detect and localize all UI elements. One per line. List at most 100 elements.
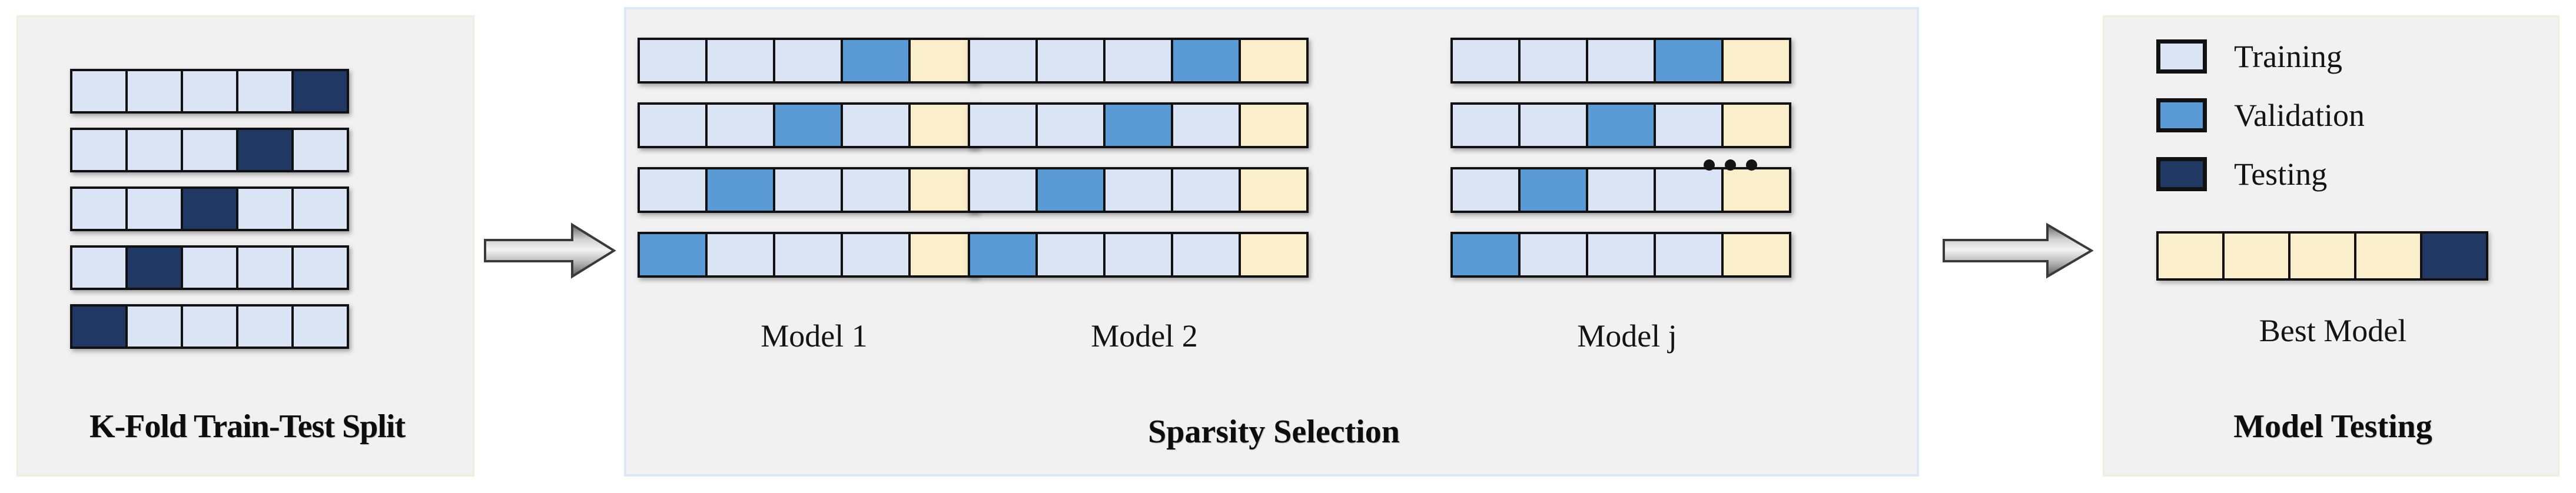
fold-row [70, 69, 349, 114]
cell-training [841, 102, 911, 148]
cell-training [1654, 167, 1724, 213]
best-model-bar [2156, 231, 2488, 281]
cell-holdout [1721, 102, 1791, 148]
cell-training [1103, 232, 1173, 278]
arrow-right-icon [484, 221, 616, 280]
cell-holdout [1239, 38, 1309, 84]
cell-training [125, 128, 183, 172]
legend-item-testing: Testing [2156, 156, 2327, 192]
cell-training [1035, 232, 1106, 278]
legend-swatch-testing [2156, 157, 2207, 191]
cell-training [1035, 102, 1106, 148]
cell-training [181, 128, 238, 172]
fold-row [1450, 167, 1791, 213]
cell-training [70, 186, 128, 231]
cell-testing [70, 304, 128, 349]
cell-training [841, 232, 911, 278]
best-model-cell-holdout [2354, 231, 2422, 281]
cell-training [773, 232, 843, 278]
fold-row [638, 167, 978, 213]
cell-holdout [1721, 232, 1791, 278]
model-group-1: Model 1 [638, 9, 991, 374]
fold-row [70, 245, 349, 290]
cell-holdout [1239, 232, 1309, 278]
cell-training [1171, 167, 1241, 213]
model-label: Model 2 [1091, 318, 1198, 354]
cell-validation [841, 38, 911, 84]
cell-holdout [908, 167, 978, 213]
cell-training [841, 167, 911, 213]
cell-training [968, 167, 1038, 213]
legend-label: Validation [2234, 98, 2365, 133]
cell-training [70, 128, 128, 172]
cell-training [1450, 102, 1521, 148]
cell-training [236, 304, 294, 349]
model-group-3: Model j [1450, 9, 1804, 374]
fold-row [638, 232, 978, 278]
cell-training [70, 69, 128, 114]
cell-training [125, 186, 183, 231]
cell-training [1654, 232, 1724, 278]
cell-training [705, 102, 775, 148]
cell-training [1518, 102, 1588, 148]
cell-training [1586, 167, 1656, 213]
cell-training [1171, 232, 1241, 278]
fold-row [70, 304, 349, 349]
legend-item-validation: Validation [2156, 97, 2365, 134]
legend-swatch-training [2156, 39, 2207, 74]
arrow-right-icon [1943, 221, 2094, 280]
cell-training [705, 38, 775, 84]
cell-holdout [1239, 102, 1309, 148]
best-model-label: Best Model [2259, 313, 2407, 348]
cell-training [1035, 38, 1106, 84]
fold-row [968, 102, 1309, 148]
cell-training [291, 128, 349, 172]
cell-training [181, 304, 238, 349]
cell-training [1450, 167, 1521, 213]
cell-training [1518, 232, 1588, 278]
cell-validation [1518, 167, 1588, 213]
cell-validation [1586, 102, 1656, 148]
model-group-2: Model 2 [968, 9, 1321, 374]
fold-row [70, 128, 349, 172]
cell-validation [1654, 38, 1724, 84]
legend-item-training: Training [2156, 38, 2342, 75]
cell-training [773, 38, 843, 84]
best-model-cell-holdout [2222, 231, 2290, 281]
cell-training [638, 167, 708, 213]
cell-holdout [908, 232, 978, 278]
fold-row [638, 102, 978, 148]
kfold-caption: K-Fold Train-Test Split [89, 408, 406, 445]
best-model-cell-holdout [2288, 231, 2356, 281]
model-label: Model j [1577, 318, 1677, 354]
cell-testing [181, 186, 238, 231]
cell-training [1103, 167, 1173, 213]
ellipsis-icon [1704, 159, 1757, 171]
cell-training [1450, 38, 1521, 84]
legend-label: Testing [2234, 156, 2328, 192]
cell-testing [291, 69, 349, 114]
cell-training [181, 69, 238, 114]
cell-training [968, 102, 1038, 148]
model-label: Model 1 [761, 318, 868, 354]
cell-training [1586, 38, 1656, 84]
fold-row [1450, 232, 1791, 278]
cell-validation [638, 232, 708, 278]
cell-training [1586, 232, 1656, 278]
kfold-panel: K-Fold Train-Test Split [16, 15, 474, 477]
cell-testing [125, 245, 183, 290]
cell-training [1654, 102, 1724, 148]
fold-row [968, 167, 1309, 213]
cell-training [705, 232, 775, 278]
cell-training [236, 186, 294, 231]
cell-training [1518, 38, 1588, 84]
cell-training [291, 304, 349, 349]
cell-validation [1103, 102, 1173, 148]
cell-training [181, 245, 238, 290]
best-model-cell-holdout [2156, 231, 2225, 281]
cell-holdout [1239, 167, 1309, 213]
cell-training [638, 102, 708, 148]
testing-caption: Model Testing [2233, 408, 2432, 445]
cell-holdout [1721, 38, 1791, 84]
